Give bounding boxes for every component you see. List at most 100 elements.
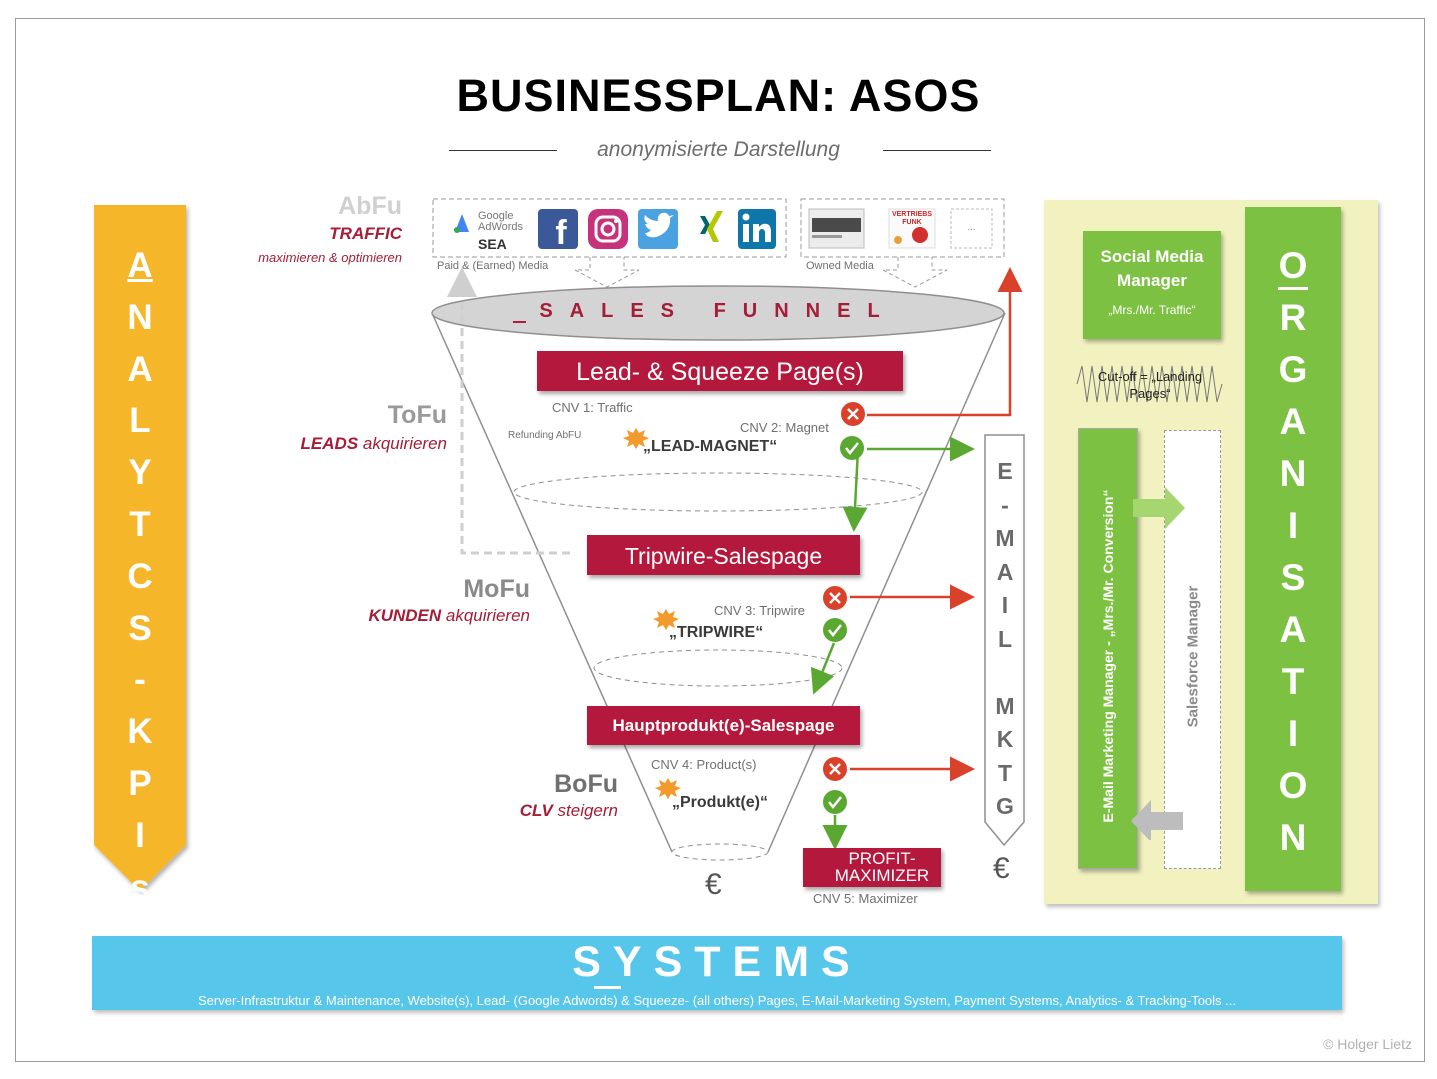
paid-media-label: Paid & (Earned) Media: [437, 260, 549, 272]
sales-funnel-label: SALES FUNNEL: [539, 300, 897, 322]
reject-icon-2: [823, 586, 847, 610]
analytics-letters-letter: I: [135, 815, 145, 855]
stage-tofu-goal-rest: akquirieren: [358, 434, 447, 453]
email-letters-letter: M: [995, 525, 1015, 551]
accept-icon-2: [823, 618, 847, 642]
email-letters-letter: [985, 656, 1025, 690]
paid-media-arrow: [574, 257, 640, 288]
analytics-letters-letter: N: [127, 297, 153, 337]
adwords-label: Google AdWords: [478, 210, 524, 233]
subtitle-rule-left: [449, 150, 557, 151]
page-subtitle: anonymisierte Darstellung: [597, 138, 840, 161]
analytics-letters-letter: L: [129, 401, 151, 441]
owned-media-box: [800, 198, 1005, 258]
vertriebsfunk-podcast-icon: [888, 208, 936, 249]
funnel-ring-2: [593, 649, 843, 687]
org-letters-letter: R: [1279, 297, 1307, 338]
refunding-loop: [447, 267, 570, 555]
email-euro-sign: €: [993, 852, 1010, 885]
stage-tofu-goal: LEADS akquirieren: [220, 434, 447, 454]
analytics-arrow: [94, 205, 186, 891]
email-letters-letter: E: [997, 458, 1013, 484]
more-media-placeholder: [950, 208, 993, 249]
org-letters-letter: N: [1279, 817, 1307, 858]
facebook-icon: f: [538, 209, 578, 252]
cnv1-label: CNV 1: Traffic: [552, 400, 633, 415]
analytics-letters-letter: T: [129, 504, 151, 544]
stage-abfu-abbr: AbFu: [338, 192, 402, 220]
accept-arrow-2: [810, 642, 836, 695]
svg-text:f: f: [555, 214, 567, 252]
email-letters-letter: -: [1001, 491, 1009, 518]
org-transfer-arrows: [1131, 487, 1185, 840]
linkedin-icon: [738, 209, 776, 249]
stage-bofu-abbr: BoFu: [554, 770, 618, 798]
xing-icon: [700, 211, 723, 242]
funnel-right-edge: [767, 312, 1006, 853]
twitter-icon: [638, 209, 678, 249]
email-letters-letter: T: [997, 759, 1013, 786]
stage-tofu-goal-key: LEADS: [300, 434, 359, 453]
stage-mofu-abbr: MoFu: [463, 575, 530, 603]
subtitle-rule-right: [883, 150, 991, 151]
email-letters-letter: K: [996, 726, 1014, 752]
burst-icon-tripwire: [653, 609, 679, 630]
stage-abfu-goal: TRAFFIC: [329, 224, 402, 243]
org-letters-letter: A: [1279, 401, 1307, 442]
refunding-label: Refunding AbFU: [508, 430, 582, 441]
page-title: BUSINESSPLAN: ASOS: [456, 70, 981, 121]
systems-bar: [92, 936, 1342, 1010]
copyright-label: © Holger Lietz: [1323, 1036, 1412, 1052]
social-media-manager-sub: „Mrs./Mr. Traffic“: [1108, 303, 1196, 317]
owned-media-arrow: [882, 257, 948, 288]
email-manager-box: [1078, 428, 1138, 869]
org-letters-letter: A: [1279, 609, 1307, 650]
org-letters-letter: O: [1278, 245, 1308, 286]
stage-mofu-goal-key: KUNDEN: [368, 606, 442, 625]
funnel-euro-sign: €: [705, 868, 722, 901]
stage-abfu-sub: maximieren & optimieren: [258, 250, 402, 265]
org-letters-letter: O: [1278, 765, 1308, 806]
arrow-right-icon: [1133, 487, 1185, 529]
stage-bofu-goal: CLV steigern: [440, 801, 618, 821]
burst-icon-product: [655, 778, 681, 799]
analytics-letters-letter: s: [130, 867, 150, 907]
outer-frame: [15, 18, 1425, 1062]
instagram-icon: [588, 209, 628, 249]
tripwire-magnet-label: „TRIPWIRE“: [669, 624, 764, 641]
org-letters-letter: N: [1279, 453, 1307, 494]
social-media-manager-title: Social Media Manager: [1100, 247, 1204, 290]
analytics-letters-letter: -: [134, 660, 146, 700]
main-product-salespage-box: Hauptprodukt(e)-Salespage: [587, 706, 860, 745]
org-letters-letter: G: [1278, 349, 1308, 390]
email-letters-letter: L: [997, 625, 1013, 652]
stage-bofu-goal-key: CLV: [519, 801, 553, 820]
more-media-ellipsis: ...: [967, 222, 976, 233]
cnv5-label: CNV 5: Maximizer: [813, 891, 918, 906]
systems-underline: [594, 986, 621, 989]
profit-maximizer-box: PROFIT-MAXIMIZER: [803, 848, 941, 887]
accept-icon-3: [823, 790, 847, 814]
email-manager-label: E-Mail Marketing Manager - „Mrs./Mr. Con…: [1100, 489, 1116, 823]
organisation-bar: [1245, 207, 1341, 891]
systems-title: SYSTEMS: [572, 938, 862, 986]
funnel-bottom-ring: [671, 843, 769, 861]
cnv3-label: CNV 3: Tripwire: [714, 603, 806, 618]
google-adwords-icon: [454, 214, 469, 233]
organisation-underline: [1278, 287, 1308, 290]
website-thumbnail-icon: [808, 208, 865, 249]
vertrieb-funk-text: VERTRIEBS FUNK: [891, 211, 933, 226]
org-letters-letter: T: [1281, 661, 1305, 702]
cnv2-label: CNV 2: Magnet: [740, 420, 829, 435]
analytics-letters-letter: C: [127, 556, 153, 596]
org-letters-letter: I: [1287, 713, 1299, 754]
analytics-letters-letter: Y: [128, 453, 152, 493]
email-letters-letter: A: [996, 558, 1014, 585]
org-letters-letter: I: [1287, 505, 1299, 546]
systems-description: Server-Infrastruktur & Maintenance, Webs…: [198, 993, 1236, 1008]
email-letters-letter: M: [995, 692, 1015, 719]
product-magnet-label: „Produkt(e)“: [672, 794, 768, 811]
